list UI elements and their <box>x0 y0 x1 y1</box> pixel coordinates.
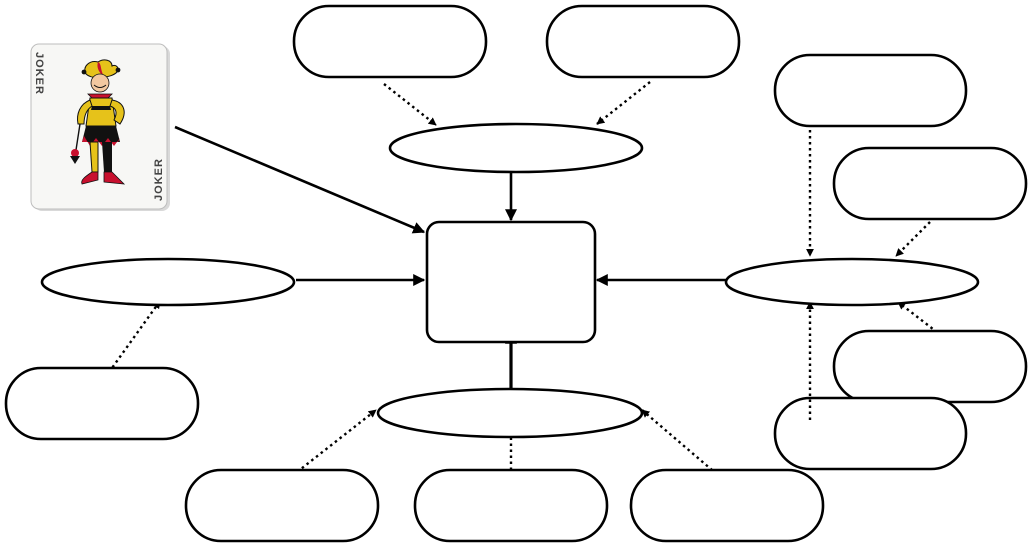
bottom-right-rounded-box <box>629 468 825 543</box>
arrow-left-lower-box-to-left-ellipse <box>101 300 161 383</box>
arrow-card-to-center <box>174 125 426 234</box>
top-left-rounded-box <box>292 4 488 79</box>
arrow-top-right-box-to-top-ellipse <box>596 81 651 125</box>
bottom-ellipse <box>376 387 644 439</box>
arrow-top-left-box-to-top-ellipse <box>383 83 437 126</box>
jester-red-shape <box>97 62 104 76</box>
jester-yellow-shape <box>109 99 125 125</box>
bottom-middle-rounded-box <box>413 468 609 543</box>
right-lower-mid-rounded-box <box>832 329 1028 404</box>
top-ellipse <box>388 122 644 174</box>
jester-black-shape <box>115 67 121 73</box>
jester-yellow-shape <box>77 99 93 125</box>
arrow-right-upper-mid-box-to-right-ellipse <box>895 221 931 257</box>
card-corner-text-bottom: JOKER <box>153 158 165 201</box>
left-ellipse <box>40 257 296 307</box>
jester-yellow-shape <box>84 59 119 79</box>
card-corner-text-top: JOKER <box>33 52 45 95</box>
bottom-left-rounded-box <box>184 468 380 543</box>
jester-yellow-shape <box>89 141 99 173</box>
jester-red-shape <box>81 171 99 185</box>
center-box <box>425 220 597 344</box>
joker-card: JOKER JOKER <box>30 43 170 211</box>
jester-black-shape <box>91 106 111 110</box>
diagram-shape <box>93 84 107 88</box>
right-bottom-rounded-box <box>773 396 968 471</box>
top-right-rounded-box <box>545 4 741 79</box>
jester-figure <box>70 59 126 185</box>
diagram-shape <box>75 123 81 151</box>
jester-red-shape <box>71 149 79 157</box>
jester-red-shape <box>103 171 126 185</box>
jester-black-shape <box>70 156 80 164</box>
left-lower-rounded-box <box>4 366 200 441</box>
right-top-rounded-box <box>773 53 968 128</box>
jester-black-shape <box>81 69 87 75</box>
jester-black-shape <box>102 142 112 172</box>
right-ellipse <box>724 257 980 307</box>
jester-black-shape <box>82 126 120 142</box>
right-upper-mid-rounded-box <box>832 146 1028 221</box>
jester-skin-shape <box>90 73 110 93</box>
